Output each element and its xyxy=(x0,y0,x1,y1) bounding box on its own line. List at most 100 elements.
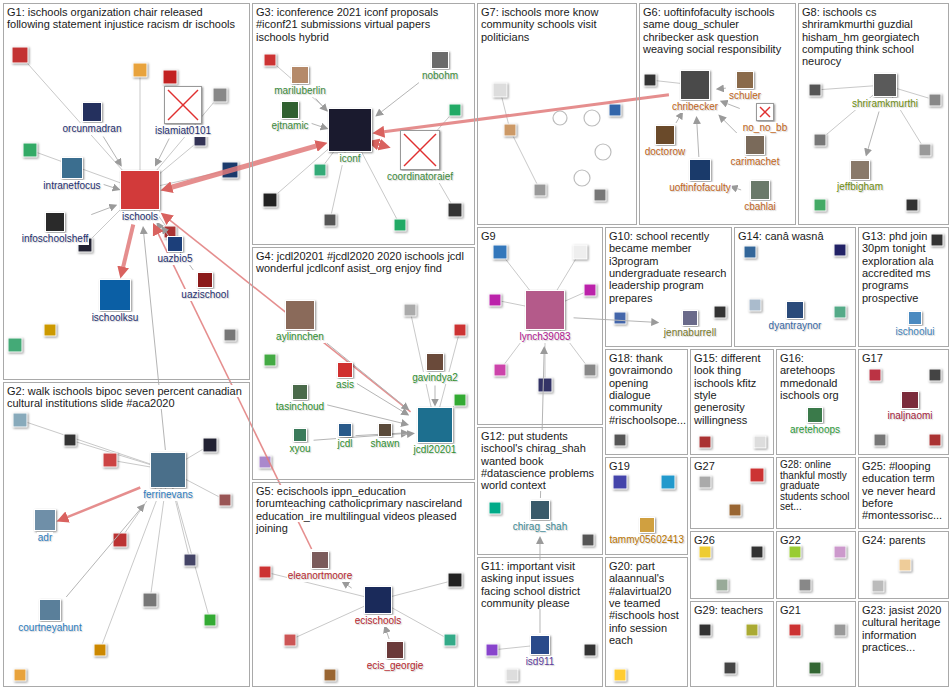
avatar-icon xyxy=(869,369,881,381)
avatar-icon xyxy=(850,160,870,180)
user-vertex: orcunmadran xyxy=(62,102,123,135)
vertex-label: uazbio5 xyxy=(156,253,193,265)
broken-image-cross xyxy=(404,134,436,166)
group-title: G2: walk ischools bipoc seven percent ca… xyxy=(7,385,242,409)
user-vertex: eleanortmoore xyxy=(287,551,353,582)
user-vertex: ferrinevans xyxy=(142,452,193,501)
avatar-icon xyxy=(655,125,675,145)
connector xyxy=(65,488,140,518)
avatar-icon xyxy=(716,579,728,591)
broken-image xyxy=(757,104,773,120)
avatar-icon xyxy=(44,324,56,336)
user-vertex: shriramkmurthi xyxy=(851,73,919,110)
avatar-icon xyxy=(573,245,587,259)
avatar-icon xyxy=(724,662,736,674)
group-panel: G3: iconference 2021 iconf proposals #ic… xyxy=(252,3,475,245)
avatar-icon xyxy=(61,157,83,179)
group-panel: G20: part alaannual's #alavirtual20 ve t… xyxy=(605,557,688,687)
avatar-icon xyxy=(94,644,106,656)
avatar-icon xyxy=(431,51,449,69)
avatar-icon xyxy=(682,310,698,326)
group-panel: G12: put students ischool's chirag_shah … xyxy=(477,427,603,555)
avatar-icon xyxy=(328,108,372,152)
group-header: G19 xyxy=(606,458,687,472)
group-header: G18: thank govraimondo opening dialogue … xyxy=(606,350,687,426)
avatar-icon xyxy=(394,219,406,231)
group-header: G21 xyxy=(777,602,855,616)
avatar-icon xyxy=(594,189,606,201)
avatar-icon xyxy=(504,124,516,136)
group-title: G9 xyxy=(481,230,496,242)
user-vertex: intranetfocus xyxy=(42,157,101,192)
avatar-icon xyxy=(203,438,217,452)
header-line: G18: thank govraimondo opening dialogue … xyxy=(609,352,684,426)
header-line: G17 xyxy=(862,352,945,364)
connector xyxy=(386,631,389,639)
user-vertex: aylinnchen xyxy=(275,300,325,343)
avatar-icon xyxy=(314,164,326,176)
vertex-label: aretehoops xyxy=(789,424,841,436)
group-title: G25: #looping education term ve never he… xyxy=(862,460,942,521)
connector xyxy=(380,83,419,113)
group-panel: G21 xyxy=(776,601,856,687)
vertex-label: ecis_georgie xyxy=(366,660,425,672)
vertex-label: aylinnchen xyxy=(275,331,325,343)
group-title: G6: uoftinfofaculty ischools same doug_s… xyxy=(643,6,781,55)
header-line: G12: put students ischool's chirag_shah … xyxy=(481,430,599,492)
avatar-icon xyxy=(426,353,444,371)
avatar-icon xyxy=(584,284,596,296)
avatar-icon xyxy=(786,301,804,319)
avatar-icon xyxy=(814,134,826,146)
group-header: G22 xyxy=(777,532,855,546)
avatar-icon xyxy=(756,103,774,121)
vertex-label: ischoolksu xyxy=(91,312,140,324)
group-header: G6: uoftinfofaculty ischools same doug_s… xyxy=(640,4,795,55)
group-title: G11: important visit asking input issues… xyxy=(481,560,580,609)
group-title: G12: put students ischool's chirag_shah … xyxy=(481,430,594,491)
group-header: G2: walk ischools bipoc seven percent ca… xyxy=(4,383,249,410)
avatar-icon xyxy=(489,294,501,306)
user-vertex: no_no_bb xyxy=(742,103,789,134)
group-title: G23: jasist 2020 cultural heritage infor… xyxy=(862,604,942,653)
user-vertex: ejtnamic xyxy=(270,101,309,132)
header-line: G2: walk ischools bipoc seven percent ca… xyxy=(7,385,246,410)
user-vertex: chirag_shah xyxy=(512,500,568,533)
vertex-label: ischoolui xyxy=(895,326,936,338)
avatar-icon xyxy=(400,130,440,170)
avatar-icon xyxy=(680,70,710,100)
connector xyxy=(382,95,669,132)
connector xyxy=(736,188,741,190)
avatar-icon xyxy=(284,634,296,646)
avatar-icon xyxy=(789,624,801,636)
avatar-icon xyxy=(538,378,552,392)
avatar-icon xyxy=(746,624,758,636)
group-title: G4: jcdl20201 #jcdl2020 2020 ischools jc… xyxy=(256,250,464,274)
group-panel: G25: #looping education term ve never he… xyxy=(858,457,949,529)
user-vertex: uazischool xyxy=(180,272,229,301)
avatar-icon xyxy=(449,104,461,116)
avatar-icon xyxy=(454,394,466,406)
avatar-icon xyxy=(12,47,28,63)
avatar-icon xyxy=(184,554,196,566)
user-vertex: isd911 xyxy=(525,635,556,668)
avatar-icon xyxy=(809,662,821,674)
connector xyxy=(103,137,118,162)
user-vertex: asis xyxy=(335,362,355,391)
connector xyxy=(144,232,166,450)
avatar-icon xyxy=(150,452,186,488)
header-line: G4: jcdl20201 #jcdl2020 2020 ischools jc… xyxy=(256,250,471,275)
avatar-icon xyxy=(213,88,227,102)
group-title: G29: teachers xyxy=(694,604,763,616)
vertex-label: uazischool xyxy=(180,289,229,301)
header-line: G14: canâ wasnâ xyxy=(738,230,852,242)
group-title: G21 xyxy=(780,604,801,616)
avatar-icon xyxy=(699,476,711,488)
avatar-icon xyxy=(311,551,329,569)
avatar-icon xyxy=(729,504,741,516)
avatar-icon xyxy=(291,66,309,84)
user-vertex: jcdl20201 xyxy=(413,407,458,456)
avatar-icon xyxy=(919,144,931,156)
